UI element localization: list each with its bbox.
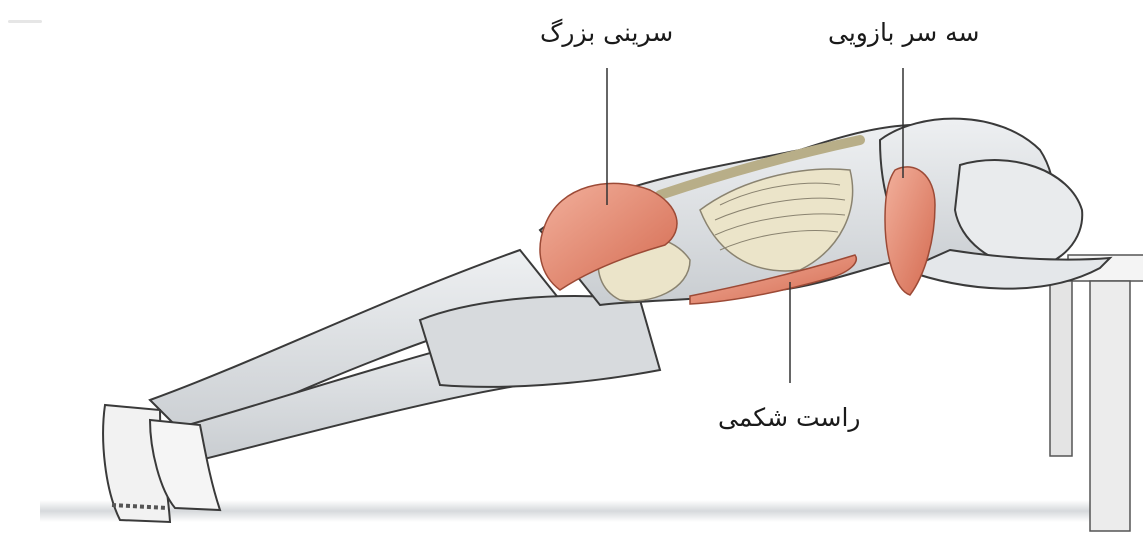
bench xyxy=(1050,255,1143,531)
triceps-label: سه سر بازویی xyxy=(828,20,980,45)
gluteus-maximus-label: سرینی بزرگ xyxy=(540,20,673,45)
rectus-abdominis-label: راست شکمی xyxy=(718,405,861,430)
